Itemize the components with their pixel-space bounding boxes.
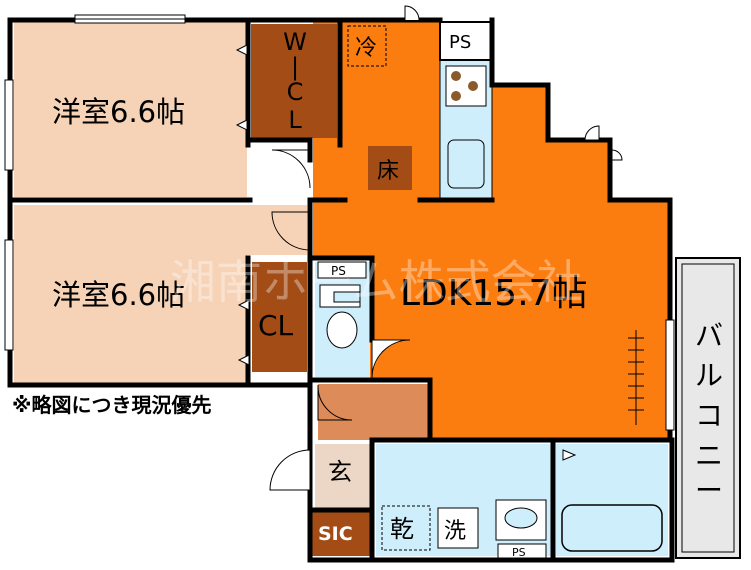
- wic-label: W | C L: [283, 28, 307, 134]
- toilet-ps-label: PS: [331, 264, 346, 278]
- door-swings: [269, 5, 623, 491]
- western-room-1-label: 洋室6.6帖: [52, 95, 185, 129]
- svg-text:バ: バ: [695, 319, 723, 352]
- svg-text:W: W: [283, 28, 307, 56]
- fridge-dashed-icon: [347, 25, 387, 67]
- fridge-label: 冷: [355, 36, 377, 61]
- closet-label: CL: [258, 309, 294, 342]
- bath-ps-label: PS: [512, 546, 526, 559]
- ldk-floor: [313, 22, 668, 440]
- floor-heating-ticks: [628, 330, 644, 425]
- ldk-label: LDK15.7帖: [400, 273, 588, 314]
- bath-ps-box: [497, 543, 547, 559]
- bathtub-icon: [561, 504, 663, 552]
- watermark: 湘南ホーム株式会社: [170, 255, 583, 309]
- svg-text:ー: ー: [695, 474, 723, 507]
- cl-floor: [252, 262, 307, 372]
- western-room-1-floor: [14, 22, 247, 197]
- washer-pan-icon: [437, 507, 479, 549]
- washroom-sink-icon: [495, 499, 547, 541]
- cl-bedroom-patch: [247, 205, 307, 255]
- svg-text:|: |: [291, 53, 299, 81]
- hall-floor: [318, 384, 430, 440]
- closet-markers: [235, 44, 577, 461]
- dryer-box-icon: [381, 505, 431, 551]
- western-room-2-floor: [14, 205, 247, 385]
- wic-floor: [251, 24, 337, 138]
- sic-floor: [312, 512, 372, 556]
- dryer-label: 乾: [390, 515, 414, 543]
- disclaimer-note: ※略図につき現況優先: [12, 393, 211, 417]
- kitchen-sink-icon: [447, 139, 485, 189]
- entrance-label: 玄: [328, 458, 352, 486]
- toilet-ps-box: [317, 261, 367, 279]
- svg-text:C: C: [287, 78, 304, 106]
- kitchen-ps-label: PS: [449, 32, 471, 53]
- windows: [4, 14, 675, 431]
- floor-heating-label: 床: [377, 159, 399, 184]
- western-room-2-label: 洋室6.6帖: [52, 278, 185, 312]
- balcony: [675, 257, 741, 559]
- sic-label: SIC: [318, 523, 353, 545]
- svg-text:コ: コ: [695, 399, 723, 432]
- balcony-label: バ ル コ ニ ー: [695, 319, 723, 507]
- svg-text:L: L: [288, 106, 302, 134]
- washer-label: 洗: [444, 519, 466, 544]
- toilet-icon: [319, 284, 361, 349]
- svg-text:ニ: ニ: [695, 439, 723, 472]
- floor-heating-icon: [368, 146, 412, 190]
- stove-icon: [445, 65, 487, 107]
- entry-tile-floor: [315, 444, 370, 512]
- svg-text:ル: ル: [695, 359, 723, 392]
